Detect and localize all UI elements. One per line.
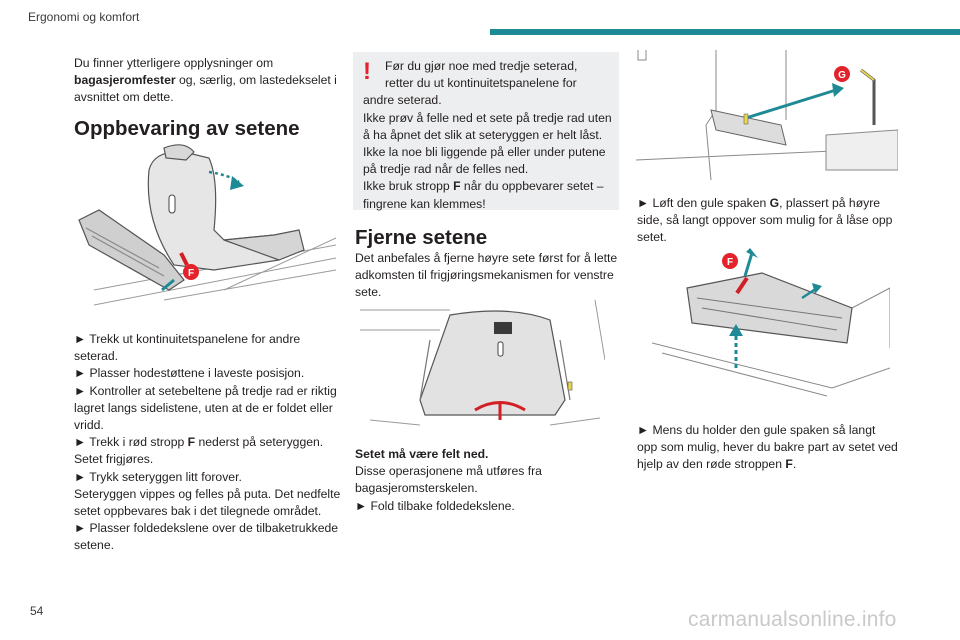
- middle-intro: Det anbefales å fjerne høyre sete først …: [355, 251, 618, 300]
- watermark: carmanualsonline.info: [688, 608, 897, 631]
- seat-lift-illustration: F: [652, 248, 890, 397]
- chapter-title: Ergonomi og komfort: [28, 10, 140, 24]
- heading-storage: Oppbevaring av setene: [74, 117, 300, 140]
- middle-steps: Setet må være felt ned. Disse operasjone…: [355, 447, 542, 513]
- header-accent-bar: [490, 29, 960, 35]
- right-step-1: ► Løft den gule spaken G, plassert på hø…: [637, 196, 893, 245]
- warning-box: ! Før du gjør noe med tredje seterad, re…: [353, 52, 619, 211]
- seat-storage-illustration: F: [78, 144, 336, 306]
- seat-folded-illustration: [360, 300, 605, 426]
- page-number: 54: [30, 604, 44, 618]
- left-intro: Du finner ytterligere opplysninger om ba…: [74, 56, 337, 105]
- left-steps: ► Trekk ut kontinuitetspanelene for andr…: [74, 332, 341, 553]
- fig-label-f: F: [188, 268, 194, 279]
- fig-label-f-lift: F: [727, 257, 733, 268]
- fig-label-g: G: [838, 70, 846, 81]
- lever-g-illustration: G: [636, 50, 898, 181]
- heading-remove: Fjerne setene: [355, 226, 488, 249]
- warning-icon: !: [363, 58, 371, 85]
- right-step-2: ► Mens du holder den gule spaken så lang…: [637, 423, 898, 472]
